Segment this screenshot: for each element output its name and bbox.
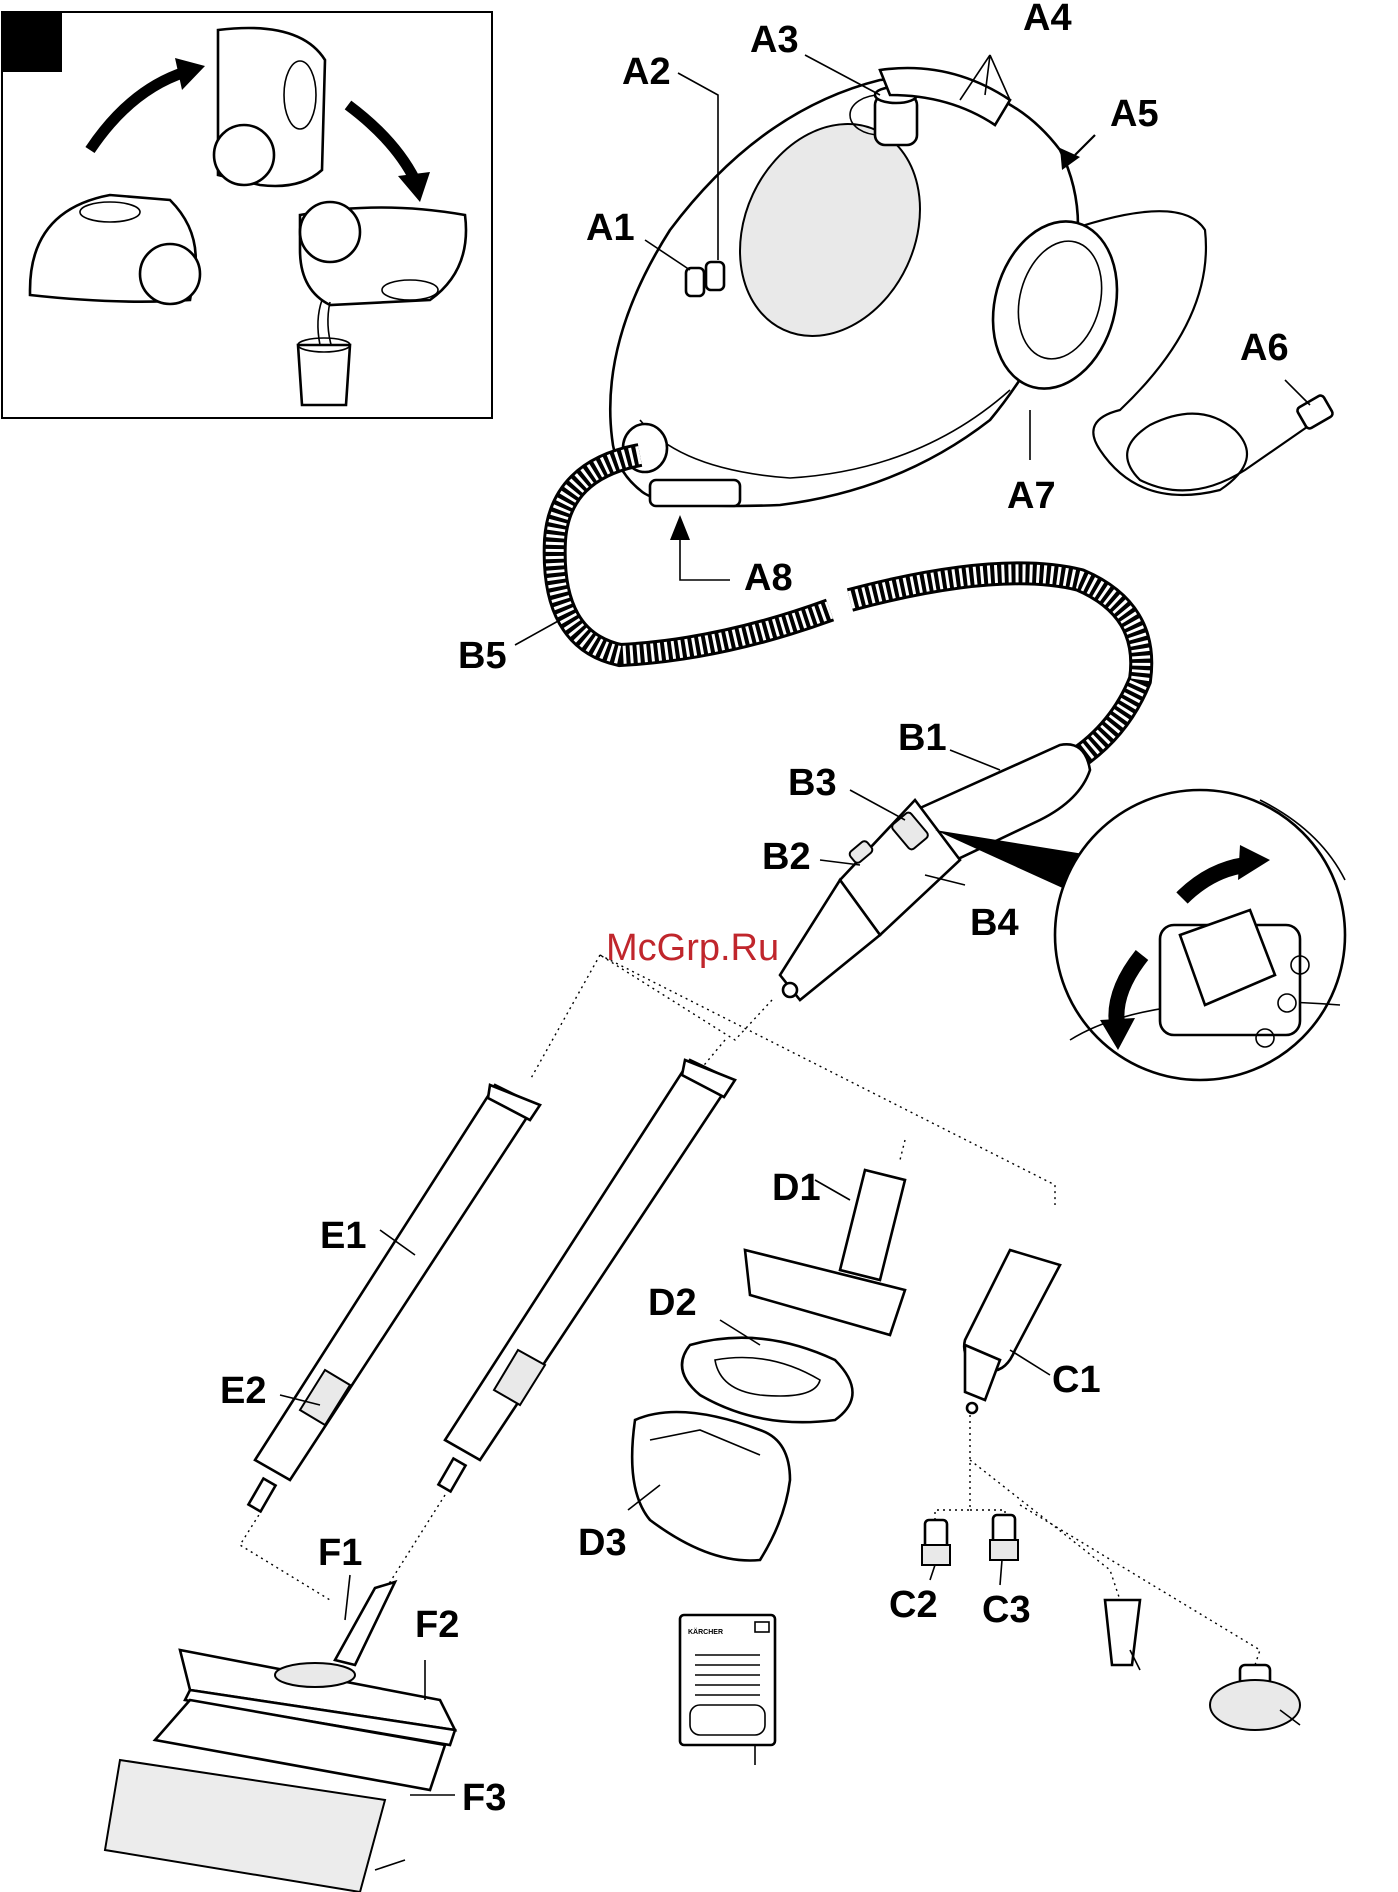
label-b1: B1	[898, 717, 947, 759]
label-d1: D1	[772, 1167, 821, 1209]
operating-manual: KÄRCHER	[680, 1615, 775, 1745]
watermark: McGrp.Ru	[606, 927, 779, 969]
label-d3: D3	[578, 1522, 627, 1564]
label-c2: C2	[889, 1584, 938, 1626]
round-brush-c3	[990, 1515, 1018, 1560]
floor-cloth-f3	[105, 1760, 385, 1892]
label-a6: A6	[1240, 327, 1289, 369]
detail-nozzle-c1	[964, 1250, 1060, 1413]
label-f3: F3	[462, 1777, 506, 1819]
label-d2: D2	[648, 1282, 697, 1324]
label-a5: A5	[1110, 93, 1159, 135]
round-brush-c2	[922, 1520, 950, 1565]
terry-cloth-cover-d3	[632, 1412, 790, 1561]
mains-plug	[1296, 394, 1334, 430]
manual-brand: KÄRCHER	[688, 1628, 723, 1636]
power-nozzle	[1105, 1600, 1140, 1665]
label-e2: E2	[220, 1370, 266, 1412]
label-a2: A2	[622, 51, 671, 93]
label-a3: A3	[750, 19, 799, 61]
label-f2: F2	[415, 1604, 459, 1646]
button-a2	[706, 262, 724, 290]
hand-nozzle-d1	[745, 1170, 905, 1335]
label-b5: B5	[458, 635, 507, 677]
cloth-cover-d2	[682, 1338, 853, 1422]
label-a8: A8	[744, 557, 793, 599]
label-b3: B3	[788, 762, 837, 804]
label-a4: A4	[1023, 0, 1072, 39]
button-a1	[686, 268, 704, 296]
inset-emptying-illustration	[2, 12, 492, 418]
label-c3: C3	[982, 1589, 1031, 1631]
label-b2: B2	[762, 836, 811, 878]
label-a1: A1	[586, 207, 635, 249]
large-round-brush	[1210, 1665, 1300, 1730]
steam-cleaner-unit	[610, 68, 1334, 506]
inset-badge	[2, 12, 62, 72]
label-f1: F1	[318, 1532, 362, 1574]
label-a7: A7	[1007, 475, 1056, 517]
label-b4: B4	[970, 902, 1019, 944]
extension-tube-e1	[248, 1085, 540, 1511]
label-e1: E1	[320, 1215, 366, 1257]
label-c1: C1	[1052, 1359, 1101, 1401]
